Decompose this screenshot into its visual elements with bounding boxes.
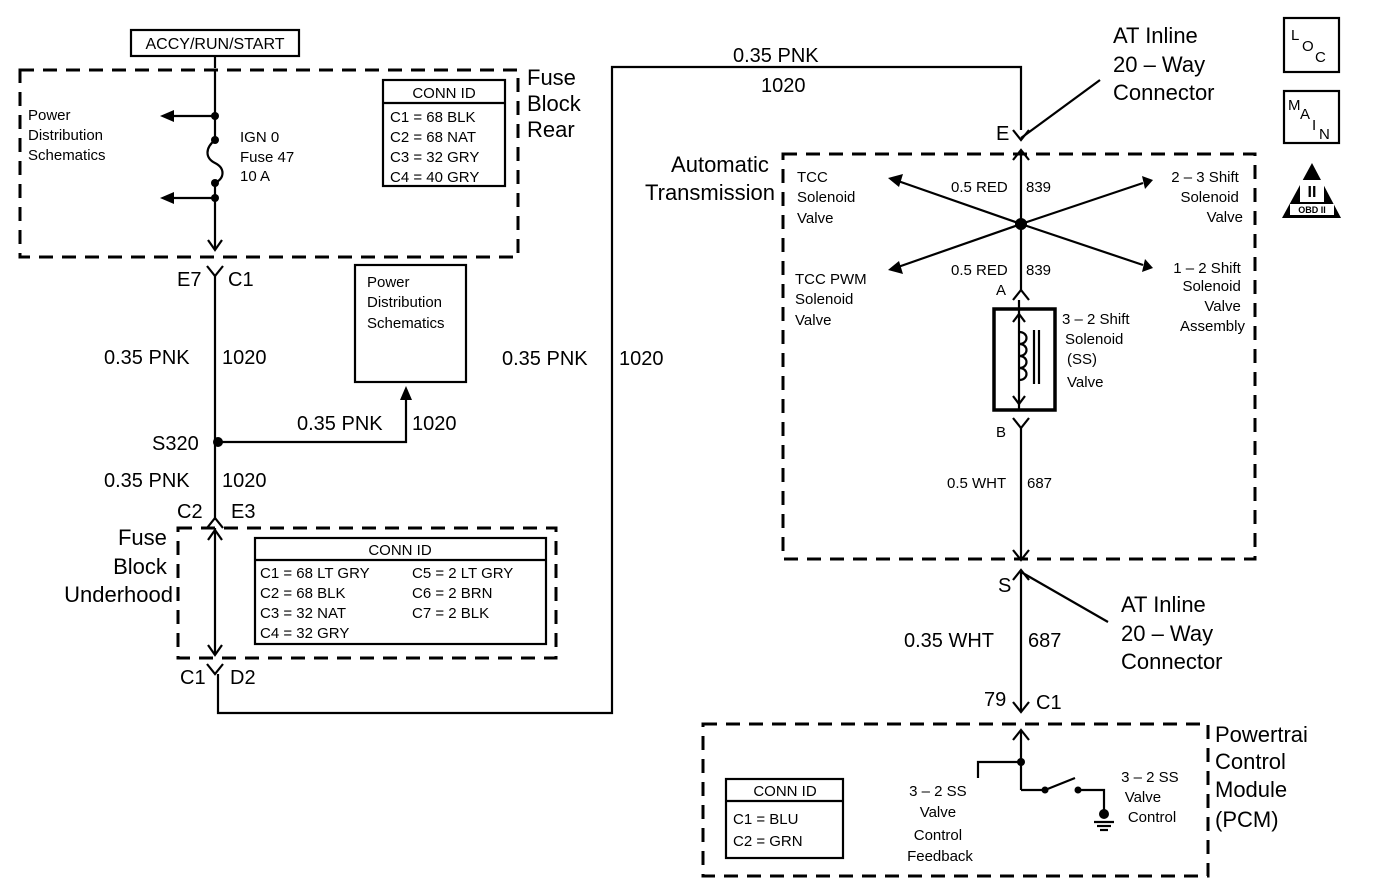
conn-id-table-rear [381, 78, 507, 188]
main-letter-n: N [1319, 126, 1330, 143]
arrow-shift-23-icon [1142, 176, 1153, 189]
at-inline-top-label: AT Inline 20 – Way Connector [1113, 23, 1215, 105]
obd-numeral: II [1308, 184, 1317, 201]
wire-label-gauge-1: 0.35 PNK [104, 347, 190, 369]
main-icon[interactable]: M A I N [1282, 89, 1341, 145]
obd-ii-icon[interactable]: II OBD II [1282, 163, 1341, 218]
splice-s320-label: S320 [152, 433, 199, 455]
terminal-c2: C2 [177, 501, 203, 523]
main-letter-m: M [1288, 97, 1301, 114]
tcc-solenoid-label: TCC Solenoid Valve [797, 169, 860, 227]
fuse-block-underhood-title: Fuse Block Underhood [64, 525, 173, 607]
wire-label-circuit-2: 1020 [412, 413, 457, 435]
location-icon[interactable]: L O C [1282, 16, 1341, 74]
ground-icon [1094, 809, 1114, 832]
wire-label-gauge-3: 0.35 PNK [104, 470, 190, 492]
loc-letter-l: L [1291, 27, 1299, 44]
fuse-label: IGN 0 Fuse 47 10 A [240, 129, 298, 185]
power-distribution-label: Power Distribution Schematics [367, 274, 446, 332]
terminal-c1-bottom: C1 [180, 667, 206, 689]
wire-label-gauge-5: 0.35 PNK [733, 45, 819, 67]
conn-id-rows-rear: C1 = 68 BLK C2 = 68 NAT C3 = 32 GRY C4 =… [390, 109, 483, 186]
obd-label: OBD II [1298, 205, 1326, 215]
conn-id-rows-pcm: C1 = BLU C2 = GRN [733, 811, 803, 850]
wire-label-red-1-circuit: 839 [1026, 179, 1051, 196]
conn-id-table-pcm [724, 777, 845, 860]
automatic-transmission-title: Automatic Transmission [645, 152, 775, 205]
conn-id-title-underhood: CONN ID [368, 542, 432, 559]
fuse-block-rear-outline [18, 68, 520, 259]
terminal-e: E [996, 123, 1009, 145]
wire-label-red-1: 0.5 RED [951, 179, 1008, 196]
wire-label-red-2-circuit: 839 [1026, 262, 1051, 279]
conn-id-table-underhood [253, 536, 548, 646]
conn-id-left-underhood: C1 = 68 LT GRY C2 = 68 BLK C3 = 32 NAT C… [260, 565, 374, 642]
main-letter-i: I [1312, 117, 1316, 134]
terminal-s: S [998, 575, 1011, 597]
pcm-title: Powertrai Control Module (PCM) [1215, 722, 1314, 832]
ignition-label: ACCY/RUN/START [146, 36, 285, 53]
power-distribution-label-rear: Power Distribution Schematics [28, 107, 107, 164]
wire-label-gauge-4: 0.35 PNK [502, 348, 588, 370]
wire-label-circuit-3: 1020 [222, 470, 267, 492]
main-letter-a: A [1300, 106, 1310, 123]
arrow-up-icon [400, 386, 412, 400]
conn-id-title-rear: CONN ID [412, 85, 476, 102]
terminal-a: A [996, 282, 1006, 299]
arrow-left-icon [160, 110, 174, 122]
terminal-c1-top: C1 [228, 269, 254, 291]
ss-valve-control-label: 3 – 2 SS Valve Control [1121, 769, 1183, 826]
coil-icon [1018, 330, 1028, 382]
arrow-shift-12-icon [1142, 259, 1153, 272]
conn-id-right-underhood: C5 = 2 LT GRY C6 = 2 BRN C7 = 2 BLK [412, 565, 517, 622]
wire-label-wht-1-circuit: 687 [1027, 475, 1052, 492]
wire-label-circuit-4: 1020 [619, 348, 664, 370]
wire-label-circuit-1: 1020 [222, 347, 267, 369]
arrow-tcc-pwm-icon [888, 261, 903, 274]
shift-32-solenoid-label: 3 – 2 Shift Solenoid (SS) Valve [1062, 311, 1134, 391]
arrow-tcc-icon [888, 174, 903, 187]
terminal-d2: D2 [230, 667, 256, 689]
fuse-block-underhood-outline [176, 526, 558, 660]
ss-valve-feedback-label: 3 – 2 SS Valve Control Feedback [907, 783, 973, 865]
terminal-e3: E3 [231, 501, 255, 523]
wire-label-wht-2-circuit: 687 [1028, 630, 1061, 652]
loc-letter-c: C [1315, 49, 1326, 66]
wire-label-circuit-5: 1020 [761, 75, 806, 97]
loc-letter-o: O [1302, 38, 1314, 55]
shift-12-solenoid-label: 1 – 2 Shift Solenoid Valve Assembly [1173, 260, 1245, 335]
terminal-79: 79 [984, 689, 1006, 711]
conn-id-title-pcm: CONN ID [753, 783, 817, 800]
terminal-c1-pcm: C1 [1036, 692, 1062, 714]
arrow-left-icon [160, 192, 174, 204]
terminal-e7: E7 [177, 269, 201, 291]
wire-label-red-2: 0.5 RED [951, 262, 1008, 279]
tcc-pwm-solenoid-label: TCC PWM Solenoid Valve [795, 271, 871, 329]
shift-23-solenoid-label: 2 – 3 Shift Solenoid Valve [1171, 169, 1243, 226]
wire-label-gauge-2: 0.35 PNK [297, 413, 383, 435]
shift-32-solenoid-box [992, 307, 1057, 412]
power-distribution-box [353, 263, 468, 384]
at-inline-bottom-label: AT Inline 20 – Way Connector [1121, 592, 1223, 674]
wire-label-wht-2: 0.35 WHT [904, 630, 994, 652]
fuse-block-rear-title: Fuse Block Rear [527, 65, 587, 142]
terminal-b: B [996, 424, 1006, 441]
wire-label-wht-1: 0.5 WHT [947, 475, 1006, 492]
pcm-outline [701, 722, 1210, 878]
